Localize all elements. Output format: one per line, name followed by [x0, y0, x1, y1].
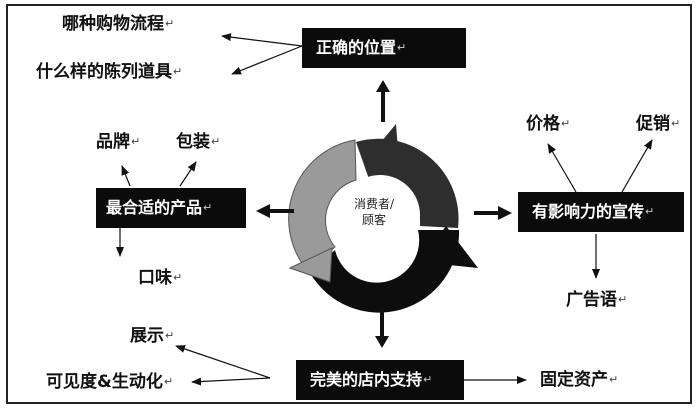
center-line-1: 消费者/ — [353, 197, 395, 211]
ring-arrowhead-light — [288, 247, 333, 283]
box-effective-promotion: 有影响力的宣传↵ — [518, 192, 684, 232]
box-effective-promotion-label: 有影响力的宣传 — [532, 202, 645, 221]
leaf-fixed-assets: 固定资产↵ — [540, 370, 619, 390]
box-right-place: 正确的位置↵ — [302, 28, 466, 68]
box-best-product-label: 最合适的产品 — [106, 198, 203, 217]
box-instore-support: 完美的店内支持↵ — [296, 360, 464, 400]
leaf-slogan: 广告语↵ — [566, 290, 628, 310]
return-mark: ↵ — [645, 205, 655, 218]
return-mark: ↵ — [423, 373, 433, 386]
ring-arrowhead-dark — [366, 124, 400, 176]
ring-inner-disc — [340, 175, 420, 255]
leaf-taste: 口味↵ — [138, 268, 183, 288]
leaf-promotion: 促销↵ — [636, 114, 681, 134]
center-consumer-label: 消费者/ 顾客 — [344, 196, 404, 228]
center-line-2: 顾客 — [361, 213, 386, 227]
diagram-frame — [6, 4, 692, 404]
leaf-brand: 品牌↵ — [96, 132, 141, 152]
ring-arrowhead-black — [420, 226, 478, 268]
ring-segment-light — [288, 139, 357, 272]
return-mark: ↵ — [203, 201, 213, 214]
box-right-place-label: 正确的位置 — [316, 38, 397, 57]
leaf-arrows — [116, 33, 653, 386]
ring-segment-black — [310, 230, 460, 313]
leaf-showcase: 展示↵ — [130, 326, 175, 346]
leaf-which-process: 哪种购物流程↵ — [62, 14, 175, 34]
leaf-visibility: 可见度&生动化↵ — [46, 372, 174, 392]
leaf-display-props: 什么样的陈列道具↵ — [36, 62, 183, 82]
box-best-product: 最合适的产品↵ — [96, 188, 246, 228]
leaf-price: 价格↵ — [526, 114, 571, 134]
return-mark: ↵ — [397, 41, 407, 54]
ring-to-box-arrows — [256, 80, 512, 348]
box-instore-support-label: 完美的店内支持 — [310, 370, 423, 389]
leaf-packaging: 包装↵ — [176, 132, 221, 152]
cycle-ring — [288, 124, 478, 313]
